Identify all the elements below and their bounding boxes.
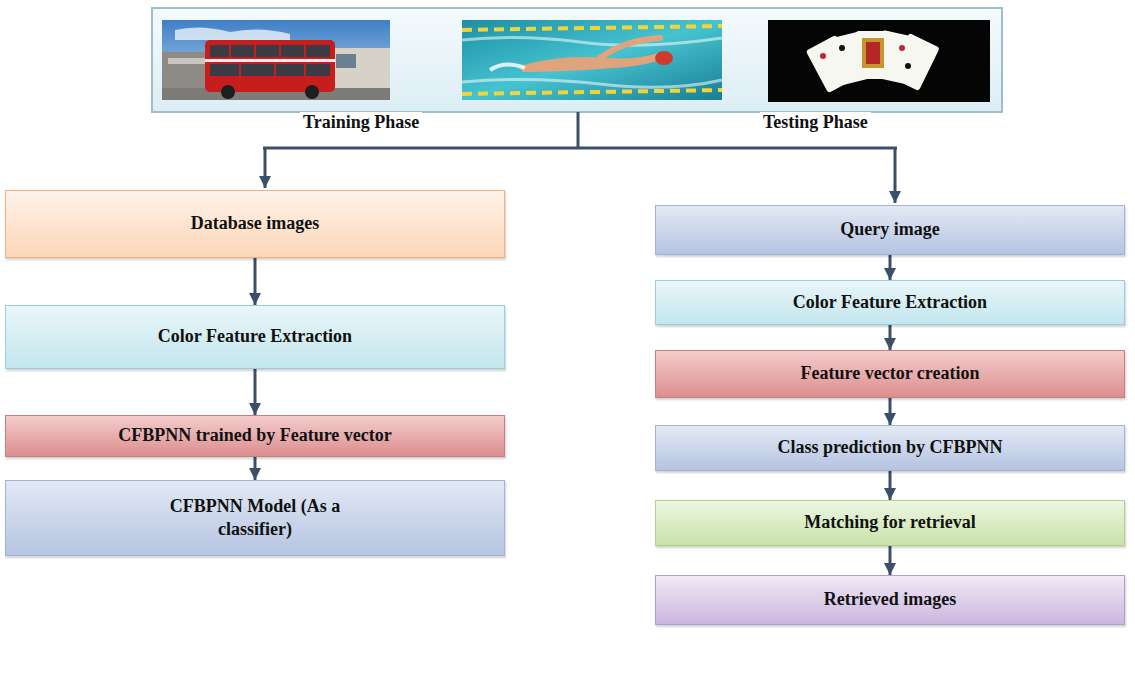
cards-photo	[768, 20, 990, 102]
box-label: Color Feature Extraction	[158, 325, 352, 348]
flow-arrow	[889, 546, 892, 575]
box-label: Query image	[840, 218, 939, 241]
process-box: Feature vector creation	[655, 350, 1125, 398]
process-box: CFBPNN trained by Feature vector	[5, 415, 505, 457]
phase-label: Training Phase	[300, 112, 422, 133]
process-box: Retrieved images	[655, 575, 1125, 625]
flow-arrow	[889, 471, 892, 500]
process-box: Matching for retrieval	[655, 500, 1125, 546]
box-label: Class prediction by CFBPNN	[777, 436, 1002, 459]
box-label: Matching for retrieval	[804, 511, 975, 534]
flow-arrow	[254, 457, 257, 480]
flow-arrow	[889, 398, 892, 425]
box-label: Retrieved images	[824, 588, 956, 611]
swimmer-photo	[462, 20, 722, 100]
box-label: CFBPNN Model (As a classifier)	[168, 495, 343, 542]
bus-photo	[162, 20, 390, 100]
process-box: Color Feature Extraction	[5, 305, 505, 369]
box-label: Color Feature Extraction	[793, 291, 987, 314]
process-box: Query image	[655, 205, 1125, 255]
box-label: CFBPNN trained by Feature vector	[118, 424, 392, 447]
box-label: Database images	[191, 212, 320, 235]
process-box: Color Feature Extraction	[655, 280, 1125, 325]
flow-arrow	[254, 369, 257, 415]
process-box: CFBPNN Model (As a classifier)	[5, 480, 505, 556]
flow-arrow	[889, 255, 892, 280]
image-panel	[152, 8, 1002, 112]
process-box: Database images	[5, 190, 505, 258]
flow-arrow	[889, 325, 892, 350]
box-label: Feature vector creation	[801, 362, 980, 385]
process-box: Class prediction by CFBPNN	[655, 425, 1125, 471]
flow-arrow	[254, 258, 257, 305]
phase-label: Testing Phase	[760, 112, 871, 133]
